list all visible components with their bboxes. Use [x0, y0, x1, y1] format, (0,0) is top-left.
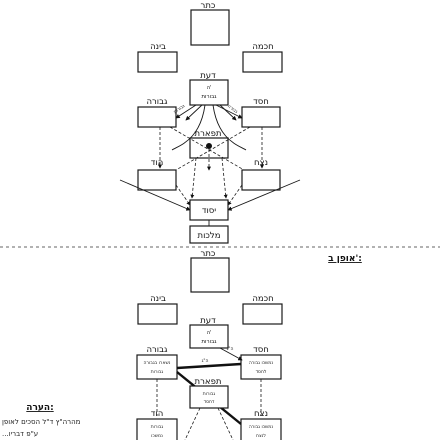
bottom-keter-label: כתר — [201, 249, 216, 259]
bottom-tiferet-box — [189, 385, 229, 409]
bottom-chesed-inner-2: לחסד — [256, 370, 267, 375]
bottom-line-label-1: ה"ג — [227, 346, 234, 352]
bottom-gevurah-label: גבורה — [146, 345, 168, 355]
bottom-hod-inner-2: נמשכו — [151, 434, 163, 439]
bottom-dash-tiferet-right — [217, 407, 234, 440]
top-daat-label: דעת — [200, 71, 216, 81]
bottom-gevurah-inner-1: נשארו בגבורה — [144, 361, 171, 366]
bottom-line-daat-chesed — [219, 347, 243, 361]
bottom-chesed-box — [240, 354, 282, 380]
top-dash-netzach-yesod — [227, 184, 243, 206]
top-daat-inner-2: גבורות — [201, 94, 217, 100]
bottom-daat-inner-2: גבורות — [201, 339, 217, 345]
top-dash-tiferet-yesod-r — [221, 157, 228, 199]
bottom-diagram: אופן ב': כתר בינה חכמה דעת ה' גבורות גבו… — [136, 249, 362, 440]
top-daat-inner-1: ה' — [206, 85, 211, 91]
top-keter-label: כתר — [201, 1, 216, 11]
top-gevurah-label: גבורה — [146, 97, 168, 107]
bottom-netzach-inner-2: לנצח — [256, 434, 266, 439]
bottom-dash-tiferet-left — [184, 407, 201, 440]
bottom-binah-box — [137, 303, 178, 325]
top-line-right-yesod — [227, 179, 301, 211]
top-diagram: כתר בינה חכמה דעת ה' גבורות גבורה חסד גב… — [119, 1, 301, 244]
top-dash-cross-2 — [175, 126, 251, 171]
bottom-tiferet-label: תפארת — [195, 377, 222, 387]
bottom-daat-label: דעת — [200, 316, 216, 326]
bottom-gevurah-inner-2: גבורות — [151, 370, 164, 375]
top-dash-tiferet-yesod-l — [190, 157, 197, 199]
top-netzach-label: נצח — [254, 158, 268, 168]
top-hod-box — [137, 169, 177, 191]
top-arrow-left-label: גבורות — [173, 104, 186, 115]
note-block: הערה: מהרה"ץ ד"ל הסכים לאופן ...ע"פ דברי… — [2, 403, 81, 438]
top-line-left-yesod — [119, 179, 191, 211]
bottom-daat-box — [189, 324, 229, 349]
top-yesod-label: יסוד — [202, 206, 216, 216]
top-malchut-label: מלכות — [197, 231, 220, 241]
bottom-hod-box — [136, 418, 178, 440]
top-arrow-daat-chesed-2 — [219, 104, 237, 121]
top-daat-box — [189, 79, 229, 106]
note-line-1: מהרה"ץ ד"ל הסכים לאופן — [2, 418, 81, 426]
bottom-heading: אופן ב': — [328, 254, 362, 264]
bottom-hod-inner-1: גבורות — [151, 425, 164, 430]
top-keter-box — [190, 9, 230, 46]
bottom-chochmah-box — [242, 303, 283, 325]
top-malchut-box — [189, 225, 229, 244]
top-binah-label: בינה — [150, 42, 166, 52]
bottom-daat-inner-1: ה' — [206, 330, 211, 336]
top-tiferet-label: תפארת — [195, 129, 222, 139]
bottom-gevurah-box — [136, 354, 178, 380]
top-arrow-right-label: גבורה — [226, 104, 238, 115]
top-hod-label: הוד — [151, 158, 164, 168]
bottom-binah-label: בינה — [150, 294, 166, 304]
top-binah-box — [137, 51, 178, 73]
top-dash-cross-1 — [169, 126, 245, 171]
top-gevurah-box — [137, 106, 177, 128]
top-chesed-label: חסד — [253, 97, 269, 107]
note-title: הערה: — [26, 403, 53, 413]
top-netzach-box — [241, 169, 281, 191]
bottom-bold-chesed-gevurah — [176, 362, 242, 370]
bottom-keter-box — [190, 257, 230, 293]
bottom-chesed-inner-1: נמשכו גבורה — [249, 361, 273, 366]
top-arrow-daat-gevurah-2 — [185, 104, 203, 121]
top-tiferet-dot — [206, 143, 212, 149]
note-line-2: ...ע"פ דבריו — [2, 430, 38, 438]
bottom-chochmah-label: חכמה — [252, 294, 273, 304]
bottom-chesed-label: חסד — [253, 345, 269, 355]
bottom-netzach-inner-1: נמשכו גבורה — [249, 425, 273, 430]
top-chochmah-label: חכמה — [252, 42, 273, 52]
bottom-line-label-2: ה"ג — [202, 358, 209, 364]
top-chesed-box — [241, 106, 281, 128]
bottom-tiferet-inner-1: גבורות — [203, 392, 216, 397]
top-arrow-daat-gevurah — [175, 104, 197, 119]
top-arrow-daat-chesed — [215, 104, 243, 119]
bottom-tiferet-inner-2: דחסד — [204, 400, 215, 405]
top-chochmah-box — [242, 51, 283, 73]
top-dash-hod-yesod — [175, 184, 191, 206]
bottom-netzach-box — [240, 418, 282, 440]
